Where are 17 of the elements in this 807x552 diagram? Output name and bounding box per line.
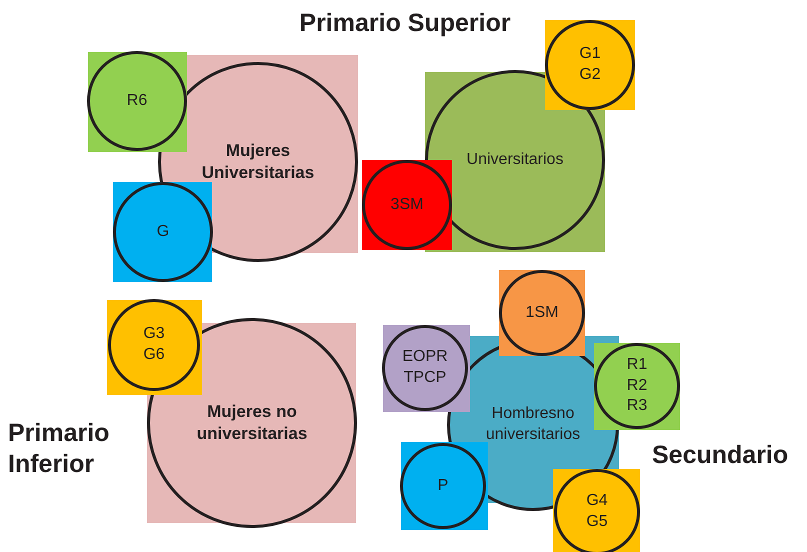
node-label: Hombresno universitarios — [484, 404, 582, 445]
section-heading: Primario Superior — [298, 8, 512, 39]
section-heading: Secundario — [652, 440, 790, 471]
node-label: Mujeres no universitarias — [196, 400, 308, 445]
node-label: 1SM — [524, 302, 560, 323]
node-label: G — [156, 222, 170, 242]
node-label: 3SM — [390, 194, 424, 215]
node-label: G3 G6 — [142, 324, 166, 365]
node-label: R6 — [126, 90, 148, 111]
node-label: G4 G5 — [585, 491, 609, 532]
node-label: G1 G2 — [578, 44, 602, 85]
node-label: EOPR TPCP — [401, 347, 449, 388]
node-label: Mujeres Universitarias — [200, 140, 316, 184]
node-label: R1 R2 R3 — [626, 354, 648, 416]
node-label: Universitarios — [466, 150, 564, 170]
section-heading: Primario Inferior — [8, 418, 110, 480]
node-label: P — [436, 476, 450, 496]
